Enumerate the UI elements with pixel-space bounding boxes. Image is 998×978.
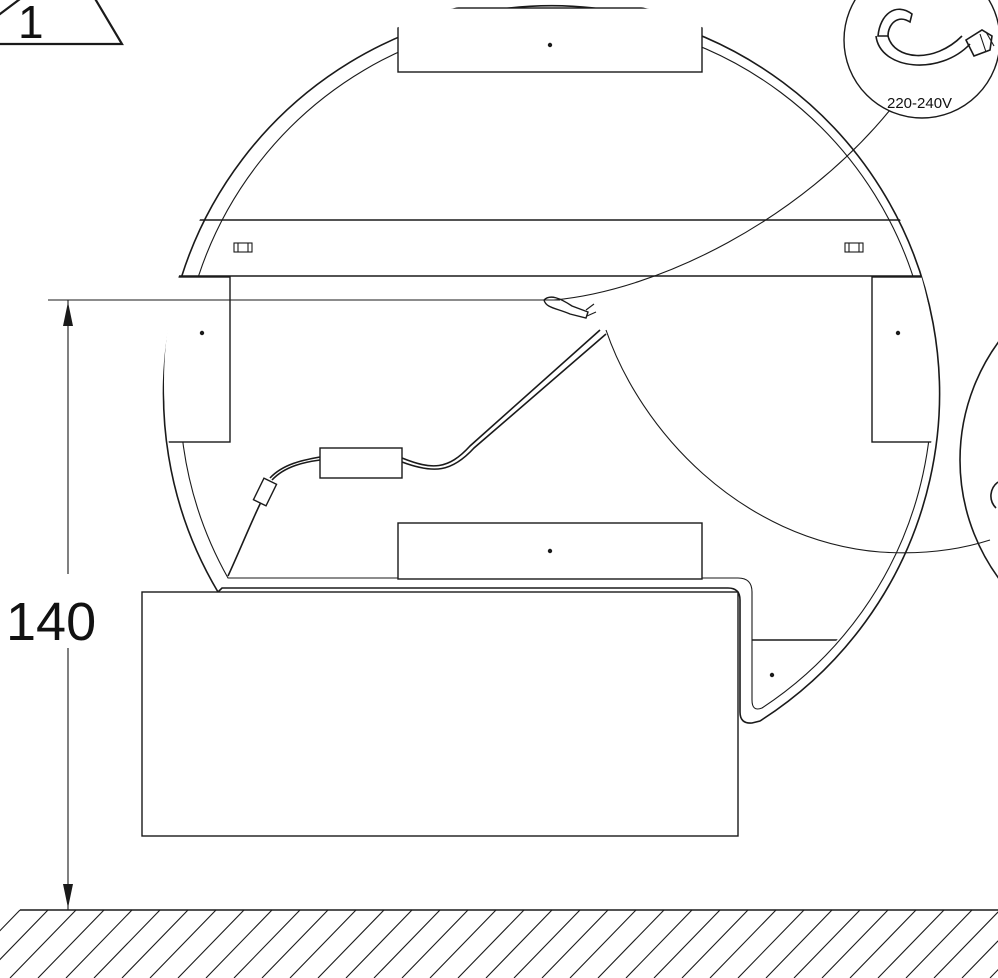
rail-slot-right	[844, 242, 864, 253]
floor-hatch-line	[261, 909, 329, 978]
floor-hatch-line	[0, 909, 21, 932]
floor-hatch-line	[905, 909, 973, 978]
floor-hatch-line	[121, 909, 189, 978]
floor-hatch-line	[793, 909, 861, 978]
round-mirror	[162, 4, 941, 724]
floor-hatch-line	[233, 909, 301, 978]
floor-hatch-line	[65, 909, 133, 978]
warning-triangle: 1	[0, 0, 124, 48]
floor-hatch-line	[9, 909, 77, 978]
leader-line-right	[605, 329, 991, 554]
floor-hatch-line	[989, 968, 998, 978]
warning-step-number: 1	[18, 0, 44, 48]
rail-slot-left	[233, 242, 253, 253]
floor-hatch-line	[37, 909, 105, 978]
floor-hatch-line	[457, 909, 525, 978]
floor-hatch-line	[653, 909, 721, 978]
screw-dot	[547, 42, 553, 48]
floor-hatch-line	[569, 909, 637, 978]
led-driver-box	[319, 447, 403, 479]
floor-hatch-line	[709, 909, 777, 978]
floor-hatch-line	[541, 909, 609, 978]
floor-hatch-line	[317, 909, 385, 978]
top-bracket	[397, 7, 703, 73]
floor	[0, 909, 998, 978]
floor-hatch-line	[765, 909, 833, 978]
floor-hatch-line	[933, 911, 998, 978]
floor-hatch-line	[849, 909, 917, 978]
floor-hatch-line	[373, 909, 441, 978]
height-dimension-value: 140	[6, 592, 96, 652]
floor-hatch-line	[681, 909, 749, 978]
height-dimension: 140	[6, 299, 560, 910]
floor-hatch-line	[597, 909, 665, 978]
floor-hatch-line	[0, 909, 49, 961]
floor-hatch-line	[289, 909, 357, 978]
right-side-bracket	[871, 276, 936, 443]
floor-hatch-line	[205, 909, 273, 978]
screw-dot	[769, 672, 775, 678]
power-cable	[227, 296, 607, 577]
floor-hatch-line	[625, 909, 693, 978]
leader-line-top	[553, 109, 891, 301]
floor-hatch-line	[177, 909, 245, 978]
vanity-cabinet	[141, 591, 739, 837]
floor-hatch-line	[961, 940, 998, 978]
mains-wire-stub	[543, 296, 589, 319]
screw-dot	[547, 548, 553, 554]
mirror-inner-rim	[179, 17, 933, 710]
floor-hatch-line	[149, 909, 217, 978]
floor-hatch-line	[737, 909, 805, 978]
cable-connector	[252, 477, 278, 507]
floor-hatch-line	[401, 909, 469, 978]
screw-dot	[199, 330, 205, 336]
voltage-label: 220-240V	[887, 95, 952, 112]
screw-dot	[895, 330, 901, 336]
floor-hatch-line	[877, 909, 945, 978]
floor-hatch-line	[485, 909, 553, 978]
floor-hatch-line	[93, 909, 161, 978]
detail-circle-top: 220-240V	[843, 0, 998, 119]
floor-hatch-line	[513, 909, 581, 978]
floor-hatch-line	[345, 909, 413, 978]
floor-hatch-line	[821, 909, 889, 978]
detail-circle-right	[959, 341, 998, 579]
mirror-outer-rim	[162, 4, 941, 724]
left-side-bracket	[164, 276, 231, 443]
floor-hatch-line	[429, 909, 497, 978]
